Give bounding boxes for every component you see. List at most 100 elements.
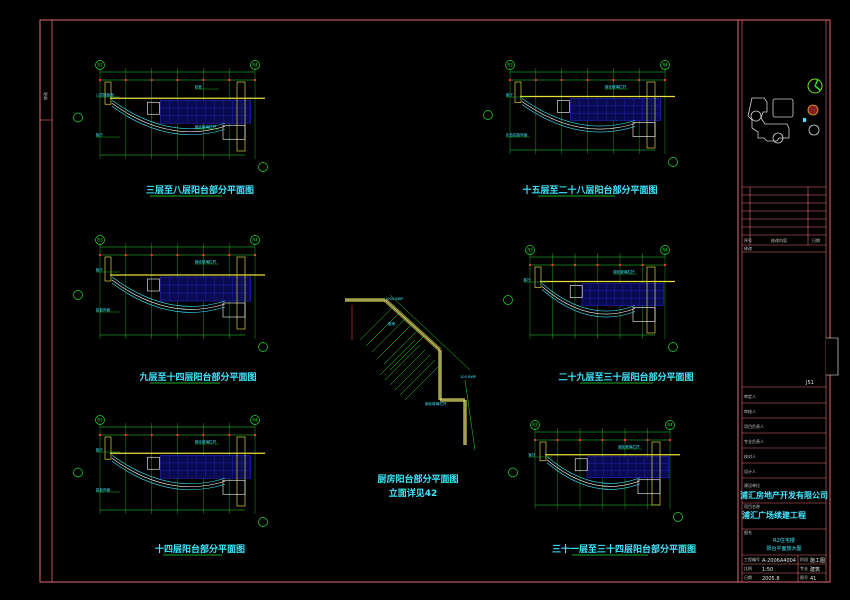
north-arrow-icon [807, 78, 823, 94]
annotation-label: 客厅 [528, 452, 536, 457]
dimension-tick [560, 79, 563, 81]
field-label: 图号 [800, 574, 808, 580]
drawing-title: 十五层至二十八层阳台部分平面图 [522, 184, 657, 196]
dimension-tick [664, 264, 666, 266]
railing-line [377, 322, 414, 359]
axis-bubble [673, 512, 683, 522]
role-label: 项目负责人 [744, 423, 764, 429]
railing-line [404, 364, 441, 401]
field-label: 阶段 [800, 556, 808, 562]
dimension-tick [646, 439, 649, 441]
role-label: 审定人 [744, 393, 756, 399]
revision-label: 修改 [744, 245, 752, 251]
annotation-label: 1000 BWP [385, 297, 404, 301]
balcony-curve [111, 103, 226, 132]
wall-section [646, 266, 656, 334]
balcony-curve [541, 289, 636, 318]
sheet-title-label: 图名 [744, 529, 752, 535]
wall-section [104, 256, 112, 282]
axis-bubble [258, 342, 268, 352]
dimension-line [464, 379, 476, 451]
wall-section [104, 81, 112, 105]
wall-section [236, 436, 246, 507]
axis-label: R2 [97, 63, 103, 68]
annotation-label: 钢化玻璃栏杆 [195, 439, 217, 444]
column-section [222, 302, 246, 318]
dimension-tick [624, 439, 626, 441]
balcony-curve [521, 101, 636, 130]
annotation-label: 客厅 [506, 92, 514, 97]
wall-section [646, 81, 656, 149]
balcony-curve [111, 106, 226, 135]
railing-line [389, 334, 426, 371]
dimension-tick [664, 79, 666, 81]
dimension-tick [612, 79, 615, 81]
dimension-tick [150, 79, 153, 81]
axis-bubble [73, 290, 83, 300]
railing-line [371, 316, 408, 353]
building-icon [808, 124, 820, 136]
axis-bubble [508, 467, 518, 478]
wall-section [236, 81, 246, 152]
dimension-tick [254, 254, 256, 256]
drawing-title: 九层至十四层阳台部分平面图 [138, 371, 256, 383]
railing-line [384, 344, 421, 381]
dimension-tick [124, 434, 127, 436]
field-value: 2005.8 [762, 576, 780, 582]
dimension-tick [99, 254, 101, 256]
location-marker-icon [807, 104, 819, 116]
axis-label: R4 [662, 63, 668, 68]
annotation-label: 铝板饰面 [96, 487, 111, 492]
axis-label: R4 [662, 248, 668, 253]
column-section [222, 479, 246, 495]
annotation-label: 客厅 [523, 277, 531, 282]
dimension-tick [509, 79, 511, 81]
field-label: 专业 [800, 565, 808, 571]
dimension-tick [124, 254, 127, 256]
axis-bubble [73, 112, 83, 123]
column-section [147, 278, 160, 292]
balcony-curve [111, 282, 226, 313]
dimension-tick [574, 264, 576, 266]
dimension-tick [99, 79, 101, 81]
railing-line [379, 339, 416, 376]
dimension-tick [124, 79, 127, 81]
annotation-label: 100 BWP [460, 375, 477, 379]
annotation-label: 钢化玻璃栏杆 [618, 444, 640, 449]
balcony-curve [541, 283, 636, 312]
drawing-title: 三层至八层阳台部分平面图 [146, 184, 254, 196]
column-section [147, 101, 160, 115]
title-block: 序号 修改内容 日期 修改 J51 审定人审核人项目负责人专业负责人校对人设计人… [740, 78, 839, 582]
role-label: 专业负责人 [744, 438, 764, 444]
column-section [574, 458, 588, 472]
field-value: A-2006A4004 [762, 558, 796, 564]
annotation-label: 钢化玻璃栏杆 [195, 259, 217, 264]
drawing-subtitle: 立面详见42 [389, 487, 438, 499]
annotation-label: 客厅 [96, 132, 104, 137]
axis-bubble [668, 342, 678, 352]
role-label: 校对人 [744, 453, 756, 459]
column-section [147, 456, 160, 470]
railing-line [394, 354, 431, 391]
annotation-label: 厨房 [388, 321, 396, 326]
field-value: 施工图 [810, 557, 825, 564]
axis-label: R3 [532, 423, 538, 428]
dimension-tick [150, 434, 153, 436]
column-section [569, 285, 583, 298]
wall-section [534, 266, 542, 288]
dimension-tick [596, 264, 599, 266]
axis-bubble [668, 157, 678, 167]
dimension-tick [202, 434, 205, 436]
axis-label: R4 [667, 423, 673, 428]
railing-line [383, 328, 420, 365]
field-label: 比例 [744, 565, 752, 571]
drawing-no-top: J51 [805, 380, 814, 386]
revision-desc-header: 修改内容 [771, 237, 787, 243]
annotation-label: 钢化玻璃栏杆 [425, 401, 447, 406]
annotation-label: 客厅 [96, 447, 104, 452]
